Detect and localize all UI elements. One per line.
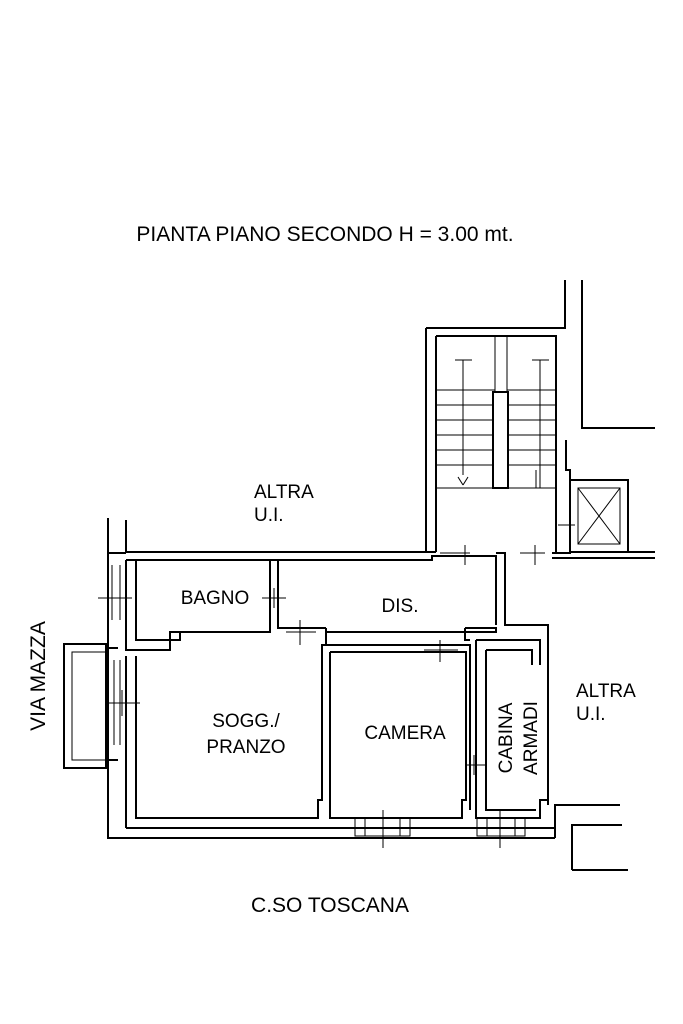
street-via-mazza: VIA MAZZA <box>27 621 50 731</box>
room-cabina-line2: ARMADI <box>521 701 542 775</box>
balcony-left <box>63 643 140 769</box>
room-dis: DIS. <box>382 596 419 617</box>
other-unit-right-line1: ALTRA <box>576 681 636 702</box>
plan-title: PIANTA PIANO SECONDO H = 3.00 mt. <box>136 223 513 246</box>
room-bagno: BAGNO <box>181 588 250 609</box>
window-marks <box>98 524 575 848</box>
street-corso-toscana: C.SO TOSCANA <box>251 894 409 917</box>
stair-treads <box>436 336 556 489</box>
room-cabina-line1: CABINA <box>496 702 517 773</box>
other-unit-right-line2: U.I. <box>576 704 606 725</box>
stair-core <box>425 280 655 559</box>
elevator-shaft <box>569 479 629 553</box>
interior-walls <box>125 555 555 829</box>
room-soggiorno-line2: PRANZO <box>206 737 285 758</box>
room-soggiorno-line1: SOGG./ <box>212 711 280 732</box>
room-camera: CAMERA <box>364 723 446 744</box>
other-unit-top-line2: U.I. <box>254 505 284 526</box>
other-unit-top-line1: ALTRA <box>254 482 314 503</box>
outer-walls <box>107 518 628 871</box>
